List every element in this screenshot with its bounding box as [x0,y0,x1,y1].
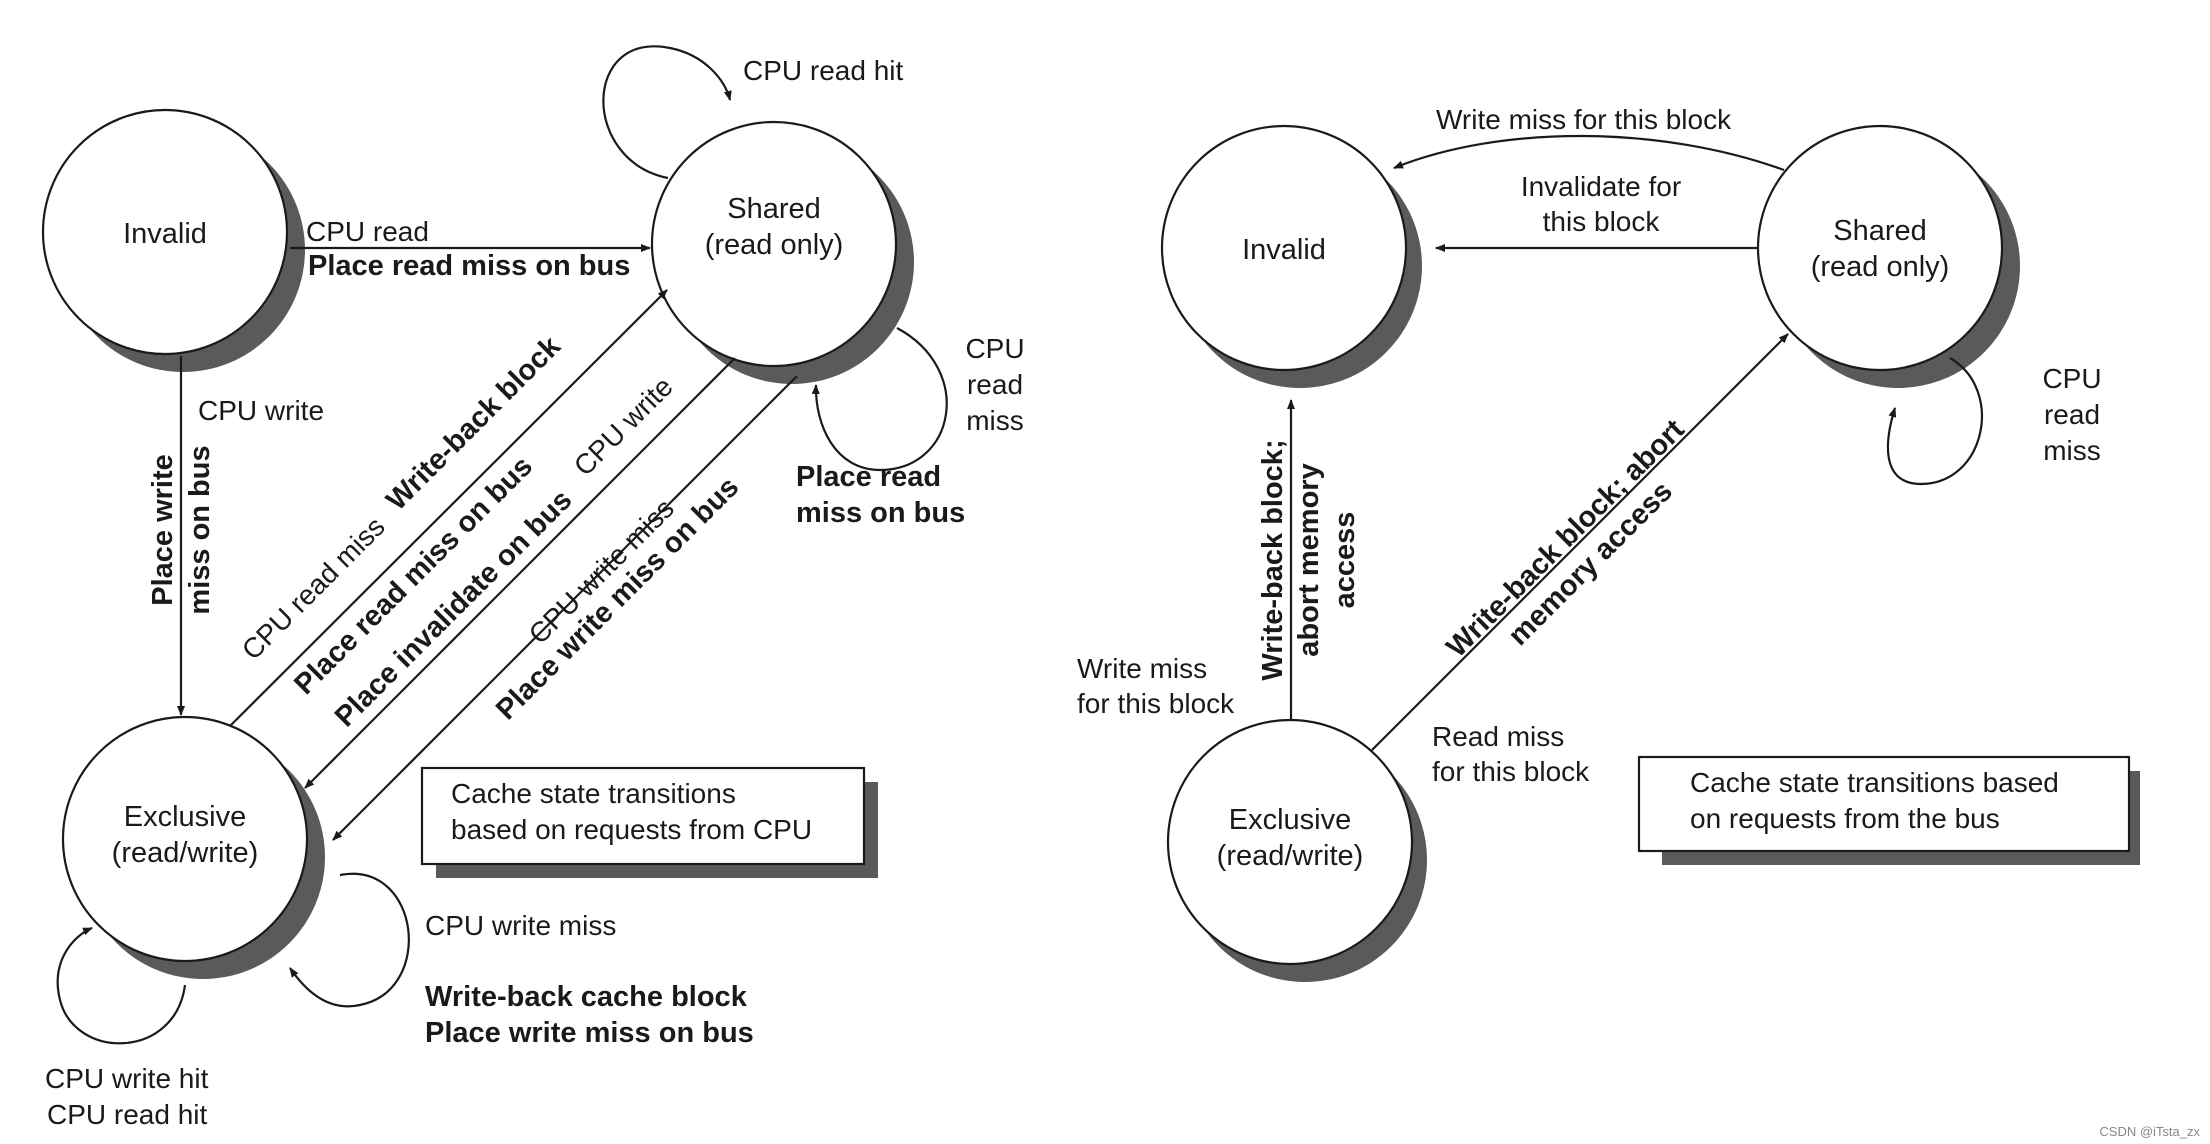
right-label-writeback-2: abort memory [1293,463,1325,656]
right-caption-line-2: on requests from the bus [1690,803,2000,834]
right-state-shared: Shared (read only) [1756,124,2020,388]
left-label-cpu-read: CPU read [306,216,429,247]
left-state-exclusive: Exclusive (read/write) [61,715,325,979]
left-caption-line-1: Cache state transitions [451,778,736,809]
right-edge-exclusive-shared [1371,333,1789,751]
right-label-writeback-3: access [1329,512,1361,609]
left-invalid-label: Invalid [123,218,207,250]
right-invalid-label: Invalid [1242,234,1326,266]
right-label-writeback-1: Write-back block; [1257,439,1289,680]
left-label-cpu-read-hit-2: CPU read hit [47,1099,208,1130]
left-label-place-write-2: miss on bus [184,445,216,614]
right-caption-line-1: Cache state transitions based [1690,767,2059,798]
right-diagram: Invalid Shared (read only) Exclusive (re… [1077,104,2140,982]
left-exclusive-label-2: (read/write) [112,837,259,869]
left-loop-shared-read-hit [602,45,732,180]
left-state-shared: Shared (read only) [650,120,914,384]
right-exclusive-label-2: (read/write) [1217,840,1364,872]
right-label-wb-abort-1: Write-back block; abort [1441,413,1691,663]
right-state-exclusive: Exclusive (read/write) [1166,718,1427,982]
left-edge-exclusive-shared [229,289,668,727]
left-label-cpu-write-hit: CPU write hit [45,1063,209,1094]
left-label-cpu-read-hit: CPU read hit [743,55,904,86]
left-label-place-write-miss-bus: Place write miss on bus [425,1017,754,1049]
left-label-place-read-2: miss on bus [796,497,965,529]
right-label-write-miss-1: Write miss [1077,653,1207,684]
left-label-place-write-miss: Place write miss on bus [490,471,745,726]
left-label-write-back-block: Write-back block [380,330,567,517]
left-diagram: Invalid Shared (read only) Exclusive (re… [41,45,1025,1130]
right-label-read: read [2044,399,2100,430]
left-caption-line-2: based on requests from CPU [451,814,812,845]
left-label-write-back-cache-block: Write-back cache block [425,981,748,1013]
right-state-invalid: Invalid [1160,124,1422,388]
left-label-cpu-write-miss-2: CPU write miss [425,910,616,941]
right-label-write-miss-2: for this block [1077,688,1235,719]
right-label-read-miss-2: for this block [1432,756,1590,787]
left-edge-shared-exclusive-miss [332,375,798,841]
left-caption-box: Cache state transitions based on request… [420,766,878,878]
left-loop-exclusive-write-miss [289,872,410,1008]
right-edge-shared-invalid-writemiss [1393,134,1785,172]
left-label-read-1: read [967,369,1023,400]
right-loop-shared-read-miss [1886,357,1983,486]
watermark: CSDN @iTsta_zx [2099,1124,2200,1139]
right-exclusive-label-1: Exclusive [1229,804,1352,836]
right-caption-box: Cache state transitions based on request… [1637,755,2140,865]
right-label-invalidate-1: Invalidate for [1521,171,1681,202]
left-label-place-read-1: Place read [796,461,941,493]
left-label-miss-1: miss [966,405,1024,436]
left-label-place-read-miss: Place read miss on bus [308,250,630,282]
left-label-place-write-1: Place write [147,454,179,606]
right-label-cpu: CPU [2042,363,2101,394]
left-shared-label-2: (read only) [705,229,844,261]
left-loop-shared-read-miss [811,327,948,472]
left-edge-shared-exclusive-write [304,357,736,789]
right-shared-label-2: (read only) [1811,251,1950,283]
left-label-cpu-write-2: CPU write [568,371,679,482]
right-label-read-miss-1: Read miss [1432,721,1564,752]
left-label-cpu-write: CPU write [198,395,324,426]
right-shared-label-1: Shared [1833,215,1927,247]
left-exclusive-label-1: Exclusive [124,801,247,833]
left-label-cpu-1: CPU [965,333,1024,364]
right-label-miss: miss [2043,435,2101,466]
left-state-invalid: Invalid [41,108,305,372]
right-label-invalidate-2: this block [1543,206,1661,237]
right-label-write-miss-block: Write miss for this block [1436,104,1732,135]
left-loop-exclusive-hit [56,926,187,1045]
left-shared-label-1: Shared [727,193,821,225]
